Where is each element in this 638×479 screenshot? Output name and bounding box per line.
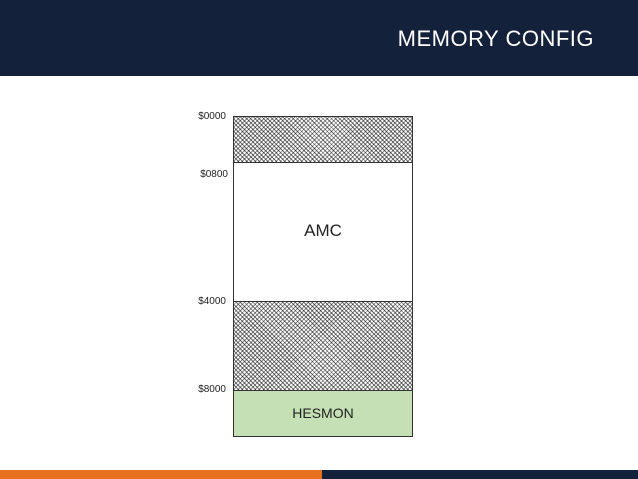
address-label-0000: $0000 xyxy=(198,111,226,122)
address-label-4000: $4000 xyxy=(198,296,226,307)
amc-label: AMC xyxy=(304,221,342,240)
address-label-0800: $0800 xyxy=(200,169,228,180)
memory-block-reserved-mid xyxy=(233,301,413,391)
header-bar: MEMORY CONFIG xyxy=(0,0,638,76)
address-label-8000: $8000 xyxy=(198,384,226,395)
footer-accent-orange xyxy=(0,470,322,479)
footer-accent-navy xyxy=(322,470,638,479)
memory-block-amc: AMC xyxy=(233,162,413,302)
slide-title: MEMORY CONFIG xyxy=(397,26,594,51)
memory-block-hesmon: HESMON xyxy=(233,390,413,437)
memory-block-reserved-low xyxy=(233,116,413,163)
hesmon-label: HESMON xyxy=(292,405,354,421)
